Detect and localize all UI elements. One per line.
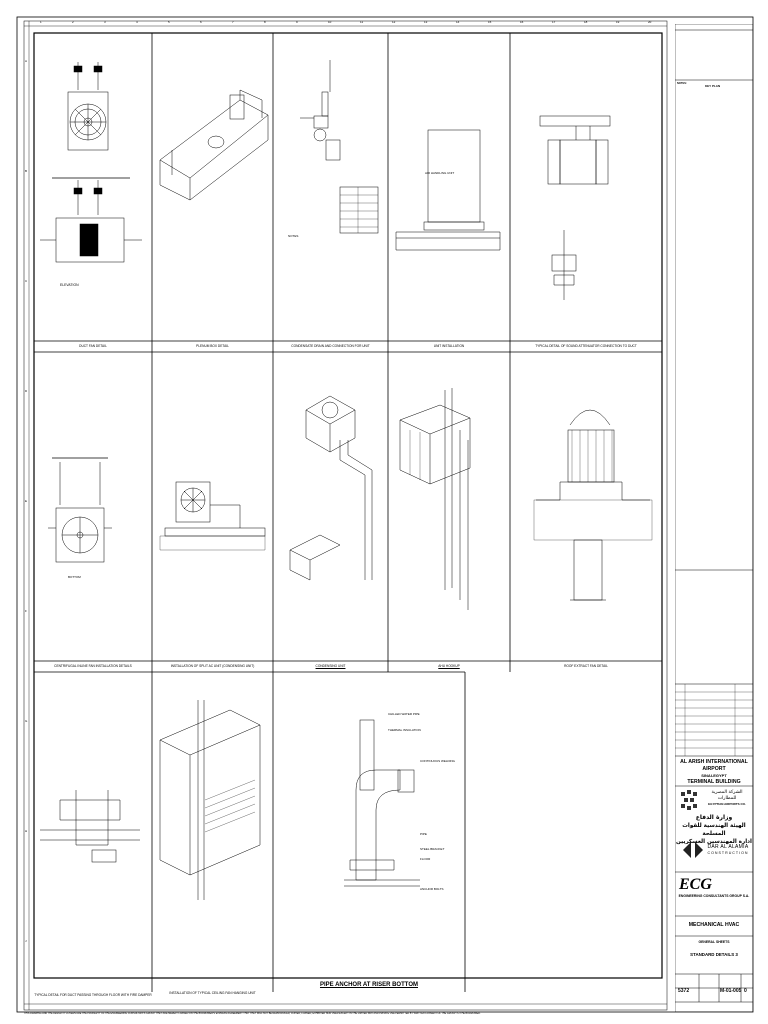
notes-heading: NOTES: <box>677 82 687 85</box>
caption-condensing-unit: CONDENSING UNIT <box>315 664 346 668</box>
label-steel-bracket: STEEL BRACKET <box>420 847 445 851</box>
grid-letter: C <box>25 279 28 283</box>
project-title: AL ARISH INTERNATIONAL AIRPORT SINAI-EGY… <box>675 759 753 786</box>
consultant-name: ENGINEERING CONSULTANTS GROUP S.A. <box>678 894 750 898</box>
contractor-subtitle: CONSTRUCTION <box>707 851 749 855</box>
grid-num: 8 <box>264 20 266 24</box>
caption-ceiling-fan: INSTALLATION OF TYPICAL CEILING FAN HANG… <box>169 991 256 995</box>
project-building: TERMINAL BUILDING <box>687 779 741 785</box>
authority-block: وزارة الدفاع الهيئة الهندسية للقوات المس… <box>675 814 753 846</box>
ministry-arabic: وزارة الدفاع <box>695 814 733 821</box>
caption-unit-install: UNIT INSTALLATION <box>433 344 465 348</box>
caption-plenum: PLENUM BOX DETAIL <box>196 344 229 348</box>
owner-block: الشركة المصرية للمطارات EGYPTIAN AIRPORT… <box>703 790 751 806</box>
discipline: MECHANICAL HVAC <box>688 922 740 928</box>
contractor-name: DAR AL ALAMIA <box>707 844 749 850</box>
consultant-block: ECG ENGINEERING CONSULTANTS GROUP S.A. <box>675 876 753 899</box>
grid-num: 9 <box>296 20 298 24</box>
caption-condensate: CONDENSATE DRAIN AND CONNECTION FOR UNIT <box>291 344 370 348</box>
grid-letter: F <box>25 609 27 613</box>
key-plan-label: KEY PLAN <box>705 84 721 88</box>
revision-number: 0 <box>744 988 747 994</box>
project-location: SINAI-EGYPT <box>701 773 727 778</box>
copyright-footer: THIS DRAWING AND THE DESIGN IT COVERS AR… <box>24 1012 481 1015</box>
grid-letter: J <box>25 939 27 943</box>
caption-pipe-anchor: PIPE ANCHOR AT RISER BOTTOM <box>319 982 418 988</box>
sheet-group: GENERAL SHEETS <box>698 940 730 944</box>
owner-arabic: الشركة المصرية للمطارات <box>711 790 743 801</box>
grid-num: 6 <box>200 20 202 24</box>
authority-arabic: الهيئة الهندسية للقوات المسلحة <box>682 823 746 837</box>
grid-num: 13 <box>424 20 428 24</box>
contractor-block: DAR AL ALAMIA CONSTRUCTION <box>705 844 751 856</box>
grid-letter: G <box>25 719 28 723</box>
caption-roof-fan: ROOF EXTRACT FAN DETAIL <box>564 664 608 668</box>
elevation-label: ELEVATION <box>60 283 79 287</box>
grid-num: 20 <box>648 20 652 24</box>
grid-num: 3 <box>104 20 106 24</box>
contractor-logo-mark <box>683 842 703 858</box>
grid-num: 5 <box>168 20 170 24</box>
label-chilled-water: CHILLED WATER PIPE <box>388 712 420 716</box>
grid-letter: D <box>25 389 28 393</box>
sheet-title: STANDARD DETAILS 3 <box>690 952 738 957</box>
caption-fire-damper: TYPICAL DETAIL FOR DUCT PASSING THROUGH … <box>34 993 152 997</box>
grid-letter: E <box>25 499 28 503</box>
owner-english: EGYPTIAN AIRPORTS CO. <box>708 802 746 806</box>
label-continuous-welding: CONTINUOUS WELDING <box>420 759 456 763</box>
label-thermal-insulation: THERMAL INSULATION <box>388 728 421 732</box>
label-floor: FLOOR <box>420 857 431 861</box>
caption-attenuator: TYPICAL DETAIL OF SOUND ATTENUATOR CONNE… <box>535 344 637 348</box>
grid-num: 16 <box>520 20 524 24</box>
grid-num: 4 <box>136 20 138 24</box>
caption-duct-fan: DUCT FAN DETAIL <box>79 344 107 348</box>
caption-inline-fan: CENTRIFUGAL INLINE FAN INSTALLATION DETA… <box>54 664 132 668</box>
grid-num: 1 <box>40 20 42 24</box>
label-pipe: PIPE <box>420 832 427 836</box>
grid-num: 18 <box>584 20 588 24</box>
airports-logo-mark <box>681 790 697 810</box>
notes-label: NOTES <box>288 234 299 238</box>
label-anchor-bolts: ANCHOR BOLTS <box>420 887 444 891</box>
title-block-frame <box>675 24 753 1012</box>
ahu-label: AIR HANDLING UNIT <box>425 171 455 175</box>
bottom-view-label: BOTTOM <box>68 575 81 579</box>
grid-letter: A <box>25 59 28 63</box>
grid-num: 15 <box>488 20 492 24</box>
grid-num: 2 <box>72 20 74 24</box>
grid-num: 17 <box>552 20 556 24</box>
project-number: 5372 <box>678 988 690 994</box>
caption-ahu-hookup: AHU HOOKUP <box>438 664 460 668</box>
drawing-number: M-01-005 <box>720 988 742 994</box>
grid-letter: B <box>25 169 28 173</box>
grid-num: 12 <box>392 20 396 24</box>
consultant-logo: ECG <box>679 876 712 893</box>
grid-num: 19 <box>616 20 620 24</box>
title-block: KEY PLAN NOTES: AL ARISH INTERNATIONAL A… <box>675 24 753 1012</box>
caption-split-ac: INSTALLATION OF SPLIT AC UNIT (CONDENSIN… <box>170 664 255 668</box>
project-name: AL ARISH INTERNATIONAL AIRPORT <box>680 759 748 772</box>
grid-num: 7 <box>232 20 234 24</box>
grid-num: 11 <box>360 20 364 24</box>
directorate-arabic: ادارة المهندسين العسكريين <box>676 839 752 845</box>
grid-letter: H <box>25 829 28 833</box>
grid-num: 14 <box>456 20 460 24</box>
grid-num: 10 <box>328 20 332 24</box>
